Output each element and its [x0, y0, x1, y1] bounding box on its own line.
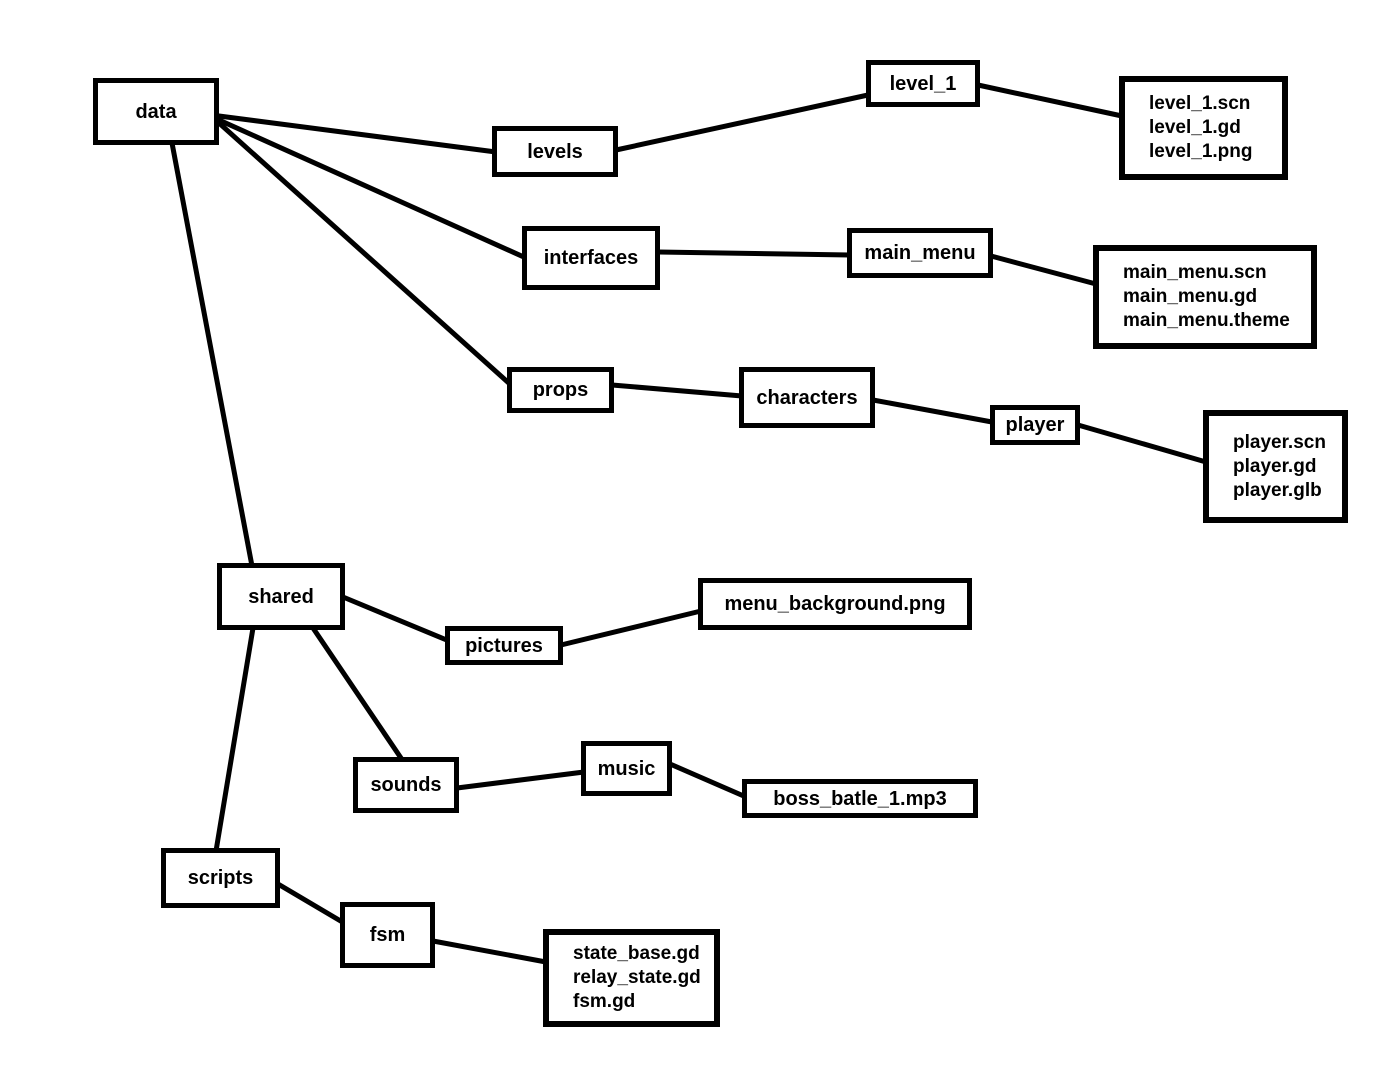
node-data: data: [93, 78, 219, 145]
node-music: music: [581, 741, 672, 796]
node-main_menu-files-label: main_menu.theme: [1123, 310, 1290, 331]
node-level_1-files-label: level_1.scn: [1149, 93, 1251, 114]
edge-interfaces-main_menu: [655, 249, 853, 258]
edge-fsm-fsm-files: [430, 938, 549, 965]
node-interfaces-label: interfaces: [543, 247, 639, 269]
node-fsm: fsm: [340, 902, 435, 968]
edge-sounds-music: [454, 769, 587, 791]
node-player-label: player: [1005, 414, 1065, 436]
node-player-files-label: player.glb: [1233, 479, 1322, 501]
node-level_1-files: level_1.scn level_1.gd level_1.png: [1119, 76, 1288, 180]
node-fsm-files: state_base.gd relay_state.gd fsm.gd: [543, 929, 720, 1027]
edge-data-levels: [216, 113, 499, 155]
node-menu_background-label: menu_background.png: [724, 593, 946, 615]
node-main_menu-files-label: main_menu.scn: [1123, 262, 1267, 283]
node-player: player: [990, 405, 1080, 445]
node-menu_background: menu_background.png: [698, 578, 972, 630]
edge-shared-sounds: [310, 625, 406, 764]
edge-levels-level_1: [613, 92, 871, 153]
node-scripts: scripts: [161, 848, 280, 908]
edge-player-player-files: [1075, 422, 1209, 465]
node-sounds-label: sounds: [370, 774, 442, 796]
node-scripts-label: scripts: [187, 867, 254, 889]
node-fsm-files-label: fsm.gd: [573, 991, 636, 1012]
node-level_1-files-label: level_1.gd: [1149, 117, 1241, 138]
node-main_menu-files-label: main_menu.gd: [1123, 286, 1258, 307]
node-interfaces: interfaces: [522, 226, 660, 290]
node-shared: shared: [217, 563, 345, 630]
node-boss_batle_1-label: boss_batle_1.mp3: [773, 787, 947, 810]
node-level_1: level_1: [866, 60, 980, 107]
node-player-files-label: player.gd: [1233, 455, 1317, 477]
node-level_1-label: level_1: [889, 72, 957, 95]
node-levels-label: levels: [527, 140, 583, 163]
node-main_menu-label: main_menu: [864, 242, 976, 264]
node-fsm-label: fsm: [369, 924, 406, 946]
node-levels: levels: [492, 126, 618, 177]
node-main_menu-files: main_menu.scn main_menu.gd main_menu.theme: [1093, 245, 1317, 349]
edge-music-boss_batle_1: [667, 761, 749, 800]
node-music-label: music: [597, 757, 656, 780]
edge-level_1-level_1-files: [975, 82, 1125, 119]
node-props-label: props: [532, 379, 589, 401]
edge-data-props: [216, 120, 514, 388]
edge-shared-pictures: [340, 594, 452, 644]
node-fsm-files-label: relay_state.gd: [573, 967, 701, 988]
node-characters-label: characters: [756, 386, 858, 409]
node-pictures-label: pictures: [465, 634, 543, 657]
node-pictures: pictures: [445, 626, 563, 665]
node-data-label: data: [135, 100, 177, 123]
edge-scripts-fsm: [275, 881, 347, 926]
node-props: props: [507, 367, 614, 413]
edge-main_menu-main_menu-files: [988, 253, 1099, 287]
node-shared-label: shared: [248, 585, 314, 608]
edge-pictures-menu_background: [558, 608, 704, 648]
node-sounds: sounds: [353, 757, 459, 813]
node-boss_batle_1: boss_batle_1.mp3: [742, 779, 978, 818]
edge-data-interfaces: [216, 117, 529, 261]
node-characters: characters: [739, 367, 875, 428]
edge-data-shared: [169, 140, 255, 569]
edge-characters-player: [870, 397, 995, 425]
node-level_1-files-label: level_1.png: [1149, 141, 1253, 162]
node-main_menu: main_menu: [847, 228, 993, 278]
node-fsm-files-label: state_base.gd: [573, 943, 700, 964]
edge-shared-scripts: [213, 625, 256, 854]
edge-props-characters: [609, 382, 745, 399]
node-player-files-label: player.scn: [1233, 431, 1326, 453]
